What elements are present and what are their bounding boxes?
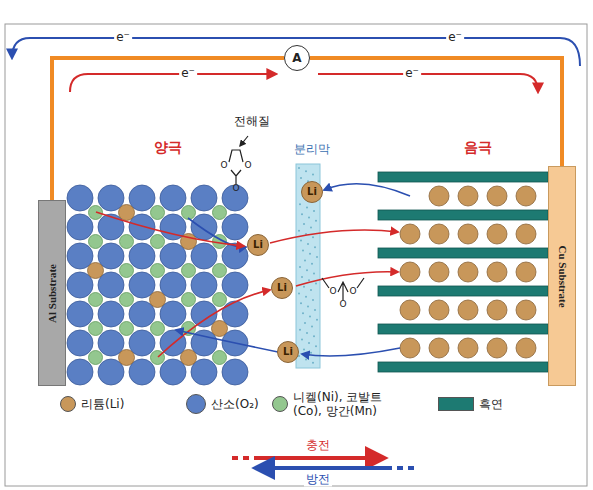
ion-path [96,212,244,246]
electron-arrow [318,74,538,92]
electron-label: e⁻ [114,31,132,44]
legend-swatch [186,394,206,414]
cathode-lattice [67,185,248,385]
substrate-label: Cu Substrate [557,245,568,307]
graphite-anode [378,172,548,372]
separator [296,164,320,368]
ion-path [324,184,410,196]
atom-label: O [230,184,241,194]
frame [5,24,587,486]
ammeter: A [284,45,310,71]
atom-label: O [327,287,338,297]
substrate-label: Al Substrate [47,264,58,323]
atom-label: O [218,161,229,171]
cu-substrate: Cu Substrate [548,166,576,386]
electron-label: e⁻ [403,67,421,80]
al-substrate: Al Substrate [38,200,66,386]
ammeter-label: A [292,52,301,64]
ion-path [296,272,398,286]
legend-text: 리튬(Li) [81,397,124,411]
electron-label: e⁻ [446,31,464,44]
electrolyte-label: 전해질 [232,115,272,128]
legend-swatch [438,397,474,411]
electrode-label: 양극 [152,140,184,155]
ion-label: Li [307,187,317,197]
legend-swatch [272,396,288,412]
ion-label: Li [253,240,263,250]
lithium-ion: Li [271,277,293,299]
charge-label: 충전 [304,439,332,452]
discharge-label: 방전 [304,473,332,486]
wire [52,58,284,200]
separator-label: 분리막 [292,143,332,156]
legend-text: 산소(O₂) [211,397,259,411]
ion-label: Li [283,347,293,357]
legend-item: 리튬(Li) [60,392,124,416]
electron-label: e⁻ [179,67,197,80]
legend-swatch [60,396,76,412]
charge-arrows [232,458,414,468]
ion-path [302,348,400,356]
atom-label: O [347,287,358,297]
electron-arrow [12,38,580,66]
electron-arrow [70,74,276,92]
legend-item: 니켈(Ni), 코발트 (Co), 망간(Mn) [272,392,405,416]
electrolyte-molecule [229,136,364,300]
electrode-label: 음극 [462,140,494,155]
atom-label: O [242,161,253,171]
legend-item: 산소(O₂) [186,392,259,416]
lithium-ion: Li [247,234,269,256]
atom-label: O [337,300,348,310]
ion-path [270,230,398,243]
wire [310,58,562,166]
legend-item: 흑연 [438,392,503,416]
ion-path [176,330,278,352]
lithium-ion: Li [277,341,299,363]
legend-text: 니켈(Ni), 코발트 (Co), 망간(Mn) [293,390,405,419]
legend-text: 흑연 [479,397,503,411]
lithium-ion: Li [301,181,323,203]
ion-label: Li [277,283,287,293]
